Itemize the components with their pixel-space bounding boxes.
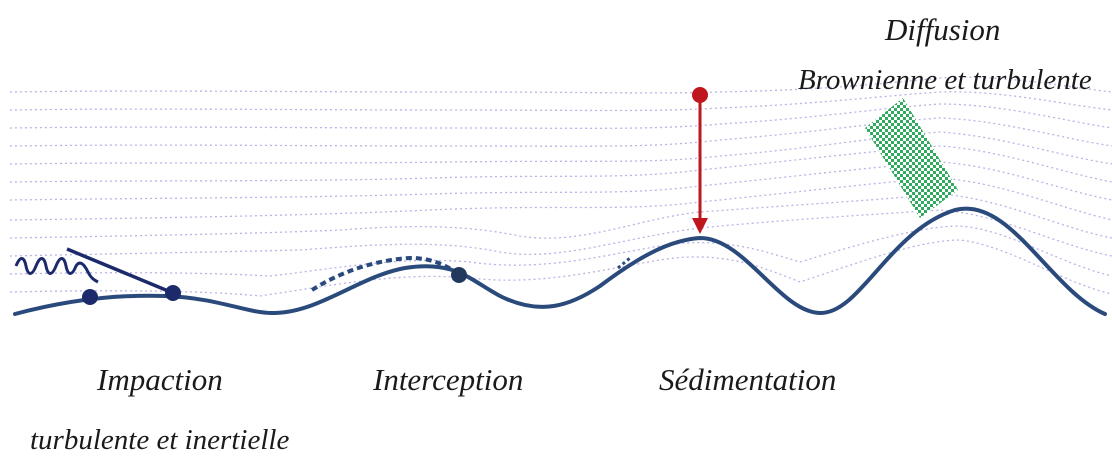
sedimentation-arrow-head: [692, 218, 708, 234]
diffusion-label: Diffusion: [885, 12, 1001, 47]
streamline: [9, 145, 1112, 183]
sedimentation-surface-dash: [617, 256, 631, 270]
sedimentation-label: Sédimentation: [659, 362, 837, 397]
streamline: [9, 103, 1112, 129]
impaction-particle-turbulent: [82, 289, 98, 305]
impaction-turbulent-path: [14, 257, 99, 284]
impaction-sublabel: turbulente et inertielle: [30, 424, 290, 456]
streamline: [9, 131, 1112, 165]
sedimentation-particle: [692, 87, 708, 103]
interception-label: Interception: [373, 362, 524, 397]
interception-particle: [451, 267, 467, 283]
diffusion-particle-cloud: [865, 98, 958, 218]
streamline: [9, 117, 1112, 147]
streamline: [9, 161, 1112, 201]
impaction-label: Impaction: [97, 362, 223, 397]
streamline: [9, 209, 1112, 257]
streamline: [9, 193, 1112, 239]
impaction-inertial-trajectory: [66, 247, 174, 295]
diffusion-sublabel: Brownienne et turbulente: [798, 64, 1092, 96]
deposition-surface: [13, 206, 1107, 316]
streamline: [9, 177, 1112, 221]
impaction-particle-inertial: [165, 285, 181, 301]
streamline: [9, 225, 1112, 277]
